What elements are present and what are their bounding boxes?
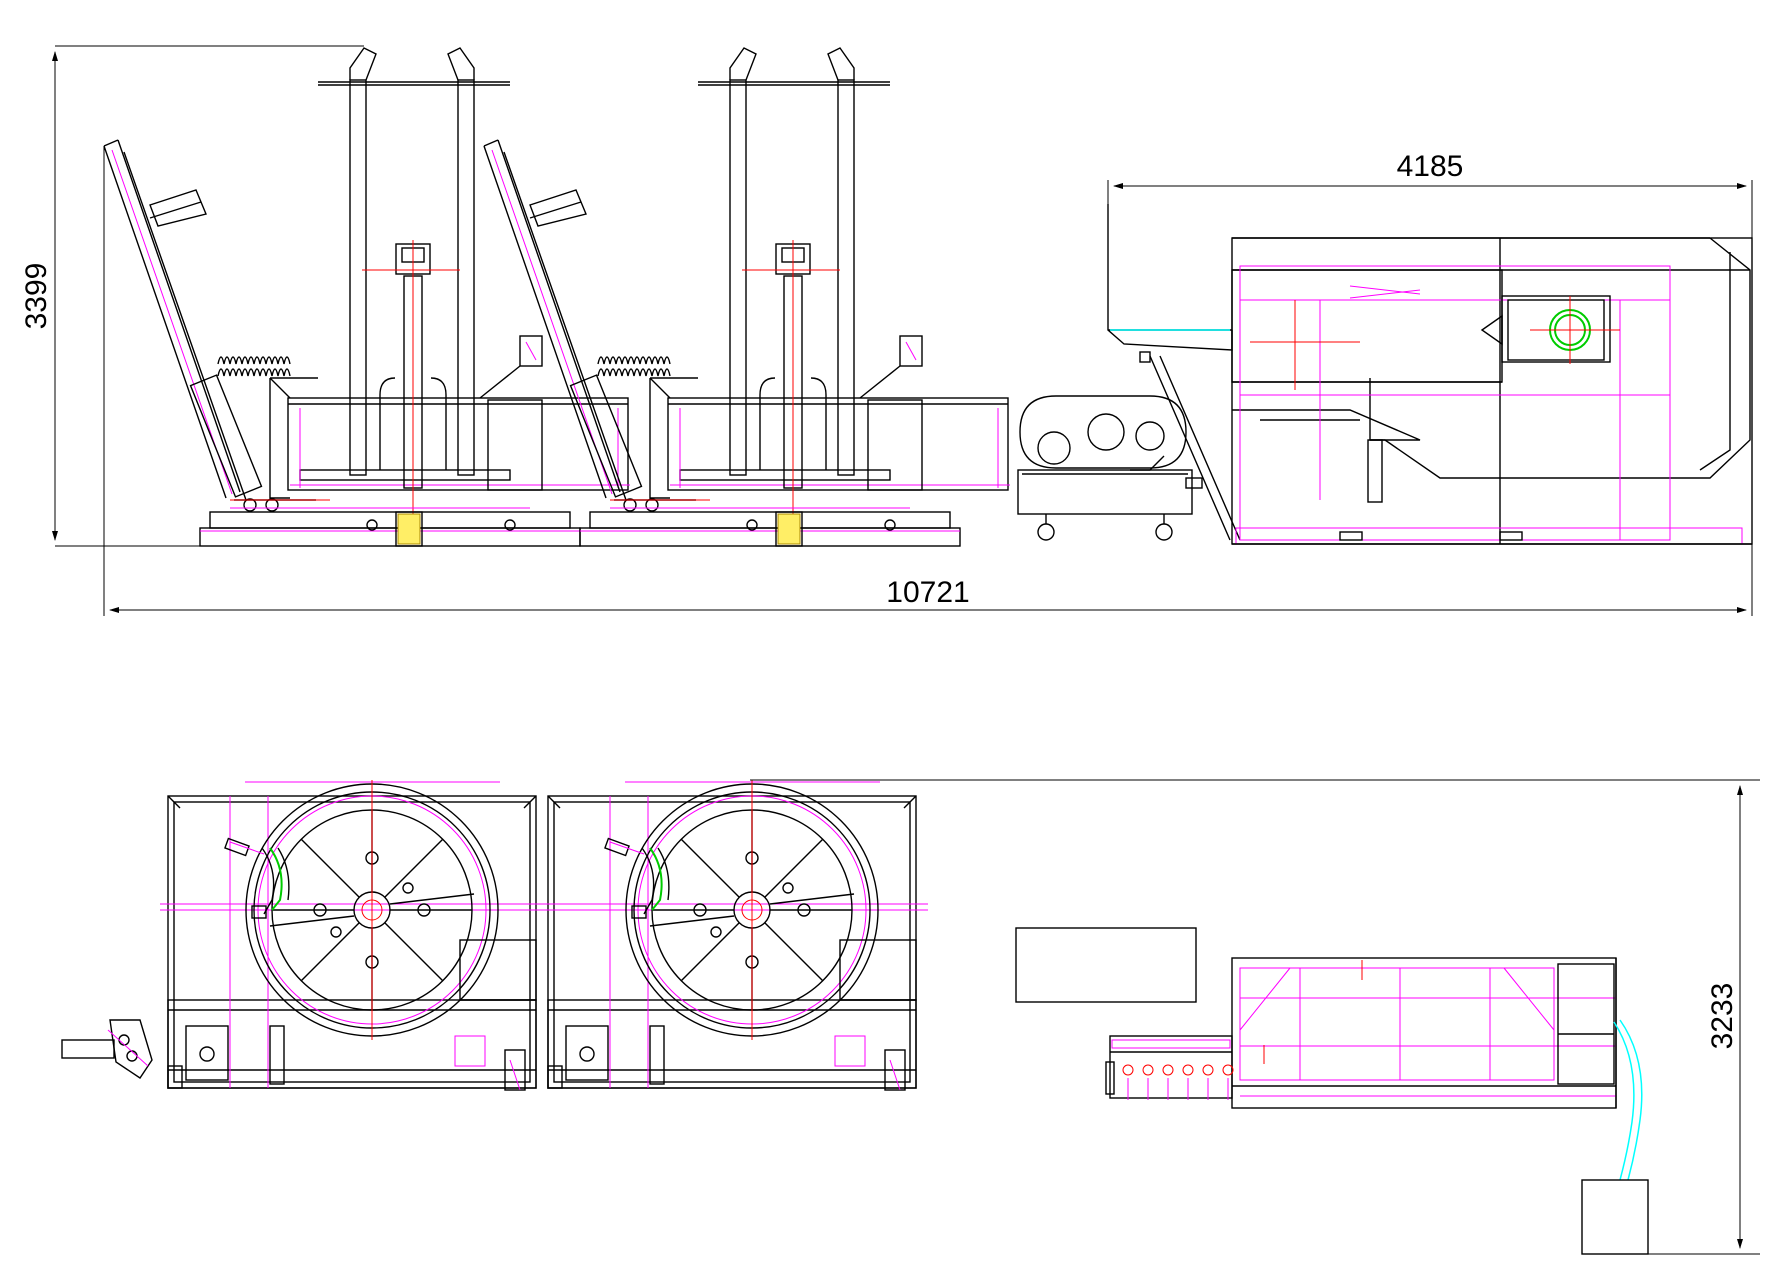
nozzle-manifold-top xyxy=(1105,1035,1234,1100)
blower-unit-side xyxy=(1017,395,1203,541)
winding-station-1-top xyxy=(159,779,549,1091)
dryer-unit-side xyxy=(1107,204,1753,545)
plan-view xyxy=(61,779,1649,1255)
payoff-bracket-top xyxy=(61,1019,153,1079)
winding-station-2-side xyxy=(483,47,1011,547)
water-tank-top xyxy=(1581,1019,1649,1255)
side-elevation-view xyxy=(103,47,1753,547)
dimension-label-4185: 4185 xyxy=(1397,150,1464,183)
winding-station-1-side xyxy=(103,47,631,547)
dimension-label-3399: 3399 xyxy=(20,263,53,330)
winding-station-2-top xyxy=(539,779,929,1091)
control-cabinet-outline xyxy=(1015,927,1197,1003)
dryer-unit-top xyxy=(1231,957,1617,1109)
dimension-lines xyxy=(52,45,1760,1255)
dimension-label-10721: 10721 xyxy=(886,576,969,609)
dimension-label-3233: 3233 xyxy=(1706,983,1739,1050)
